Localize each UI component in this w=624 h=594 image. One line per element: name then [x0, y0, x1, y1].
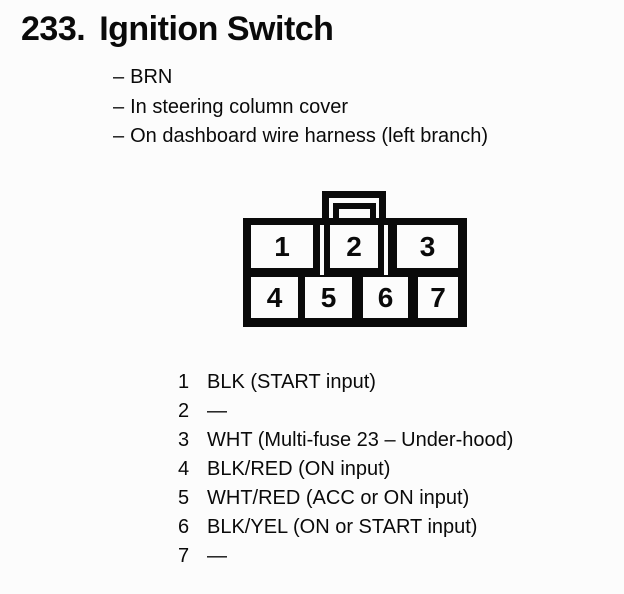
pin-number: 1 — [178, 371, 190, 393]
pin-description: BLK/RED (ON input) — [207, 458, 391, 480]
pin-legend-row: 7 — — [178, 542, 513, 571]
connector-pin-cell-3: 3 — [397, 225, 458, 268]
pin-number: 2 — [178, 400, 190, 422]
pin-description: — — [207, 545, 227, 567]
pin-number: 7 — [178, 545, 190, 567]
pin-legend: 1 BLK (START input) 2 — 3 WHT (Multi-fus… — [178, 368, 513, 571]
pin-legend-row: 5 WHT/RED (ACC or ON input) — [178, 484, 513, 513]
detail-item: –In steering column cover — [113, 93, 488, 123]
connector-body: 1 2 3 4 5 6 7 — [243, 218, 467, 327]
dash-bullet: – — [113, 125, 125, 147]
connector-pin-cell-6: 6 — [363, 277, 408, 318]
detail-text: On dashboard wire harness (left branch) — [130, 125, 489, 147]
pin-description: WHT (Multi-fuse 23 – Under-hood) — [207, 429, 514, 451]
latch-channel-stripe — [384, 225, 388, 275]
connector-pin-cell-1: 1 — [251, 225, 313, 268]
detail-text: In steering column cover — [130, 95, 349, 118]
pin-description: WHT/RED (ACC or ON input) — [207, 487, 470, 509]
pin-legend-row: 1 BLK (START input) — [178, 368, 513, 397]
page-title: 233. Ignition Switch — [21, 10, 334, 49]
pin-number: 3 — [178, 429, 190, 451]
detail-list: –BRN –In steering column cover –On dashb… — [113, 63, 488, 152]
connector-pin-cell-5: 5 — [305, 277, 352, 318]
pin-number: 5 — [178, 487, 190, 509]
pin-description: BLK/YEL (ON or START input) — [207, 516, 478, 538]
connector-pin-cell-7: 7 — [418, 277, 458, 318]
pin-number: 4 — [178, 458, 190, 480]
dash-bullet: – — [113, 95, 125, 118]
page-title-text: Ignition Switch — [99, 10, 334, 48]
pin-description: — — [207, 400, 227, 422]
pin-legend-row: 2 — — [178, 397, 513, 426]
detail-item: –BRN — [113, 63, 488, 93]
detail-item: –On dashboard wire harness (left branch) — [113, 122, 488, 152]
latch-channel-stripe — [320, 225, 324, 275]
dash-bullet: – — [113, 66, 125, 88]
connector-pin-cell-4: 4 — [251, 277, 298, 318]
pin-legend-row: 3 WHT (Multi-fuse 23 – Under-hood) — [178, 426, 513, 455]
pin-number: 6 — [178, 516, 190, 538]
section-number: 233. — [21, 10, 86, 48]
detail-text: BRN — [130, 66, 173, 88]
pin-legend-row: 4 BLK/RED (ON input) — [178, 455, 513, 484]
pin-description: BLK (START input) — [207, 371, 376, 393]
connector-pin-cell-2: 2 — [330, 225, 378, 268]
pin-legend-row: 6 BLK/YEL (ON or START input) — [178, 513, 513, 542]
